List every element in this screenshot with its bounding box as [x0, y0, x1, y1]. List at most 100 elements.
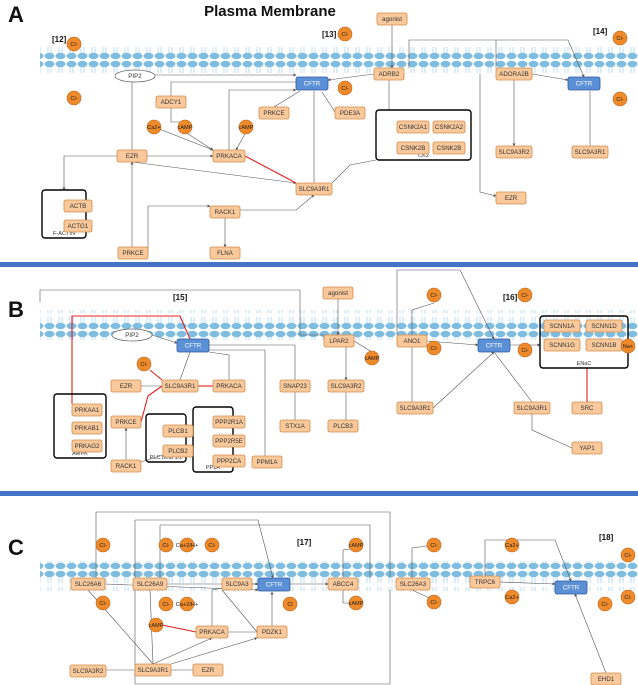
gene-node[interactable]: PRKAB1	[71, 421, 103, 435]
gene-node[interactable]: RACK1	[110, 459, 142, 473]
gene-node[interactable]: TRPC6	[469, 575, 501, 589]
gene-node[interactable]: SLC9A3	[221, 577, 253, 591]
gene-node[interactable]: PRKACA	[212, 149, 246, 163]
gene-node[interactable]: PPP2R5E	[212, 434, 246, 448]
gene-label: SRC	[580, 405, 594, 412]
gene-label: SLC9A3R1	[299, 186, 331, 193]
gene-node[interactable]: CSNK2B	[432, 141, 466, 155]
gene-node[interactable]: SNAP23	[279, 379, 311, 393]
gene-node[interactable]: ABCC4	[327, 577, 359, 591]
gene-node[interactable]: PIP2	[114, 69, 156, 83]
gene-node[interactable]: CFTR	[554, 580, 588, 595]
gene-node[interactable]: PRKCE	[110, 415, 142, 429]
ion-node: Cl-	[597, 596, 613, 612]
gene-node[interactable]: PRKAG2	[71, 439, 103, 453]
gene-node[interactable]: SLC9A3R2	[327, 379, 365, 393]
gene-node[interactable]: ANO1	[396, 334, 428, 348]
ion-label: Cl-	[341, 86, 348, 92]
ion-node: Cl-	[517, 287, 533, 303]
gene-label: PIP2	[128, 73, 142, 80]
gene-node[interactable]: SLC9A3R2	[69, 664, 107, 678]
gene-label: ABCC4	[333, 581, 354, 588]
gene-node[interactable]: ADRB2	[373, 67, 405, 81]
gene-node[interactable]: SLC9A3R1	[571, 145, 609, 159]
gene-node[interactable]: ADCY1	[155, 95, 187, 109]
gene-node[interactable]: SLC9A3R1	[513, 401, 551, 415]
gene-node[interactable]: PPM1A	[251, 455, 283, 469]
gene-node[interactable]: EZR	[116, 149, 148, 163]
gene-node[interactable]: PRKAA1	[71, 403, 103, 417]
gene-label: agonist	[382, 16, 402, 23]
ion-label: Cl-	[616, 36, 623, 42]
gene-node[interactable]: SLC9A3R1	[295, 182, 333, 196]
gene-node[interactable]: SCNN1A	[543, 319, 581, 333]
gene-node[interactable]: PRKACA	[212, 379, 246, 393]
ion-label: Cl	[287, 602, 292, 608]
gene-node[interactable]: agonist	[322, 286, 354, 300]
gene-label: ANO1	[404, 338, 421, 345]
gene-label: SCNN1G	[549, 342, 575, 349]
gene-label: EZR	[120, 383, 133, 390]
gene-node[interactable]: ACTB	[63, 199, 93, 213]
gene-node[interactable]: PLCB3	[327, 419, 359, 433]
gene-label: ADRB2	[379, 71, 400, 78]
ion-label: cAMP	[349, 543, 364, 549]
gene-node[interactable]: PIP2	[111, 328, 153, 342]
ion-node: Na+	[620, 338, 636, 354]
gene-node[interactable]: SRC	[571, 401, 603, 415]
gene-node[interactable]: EZR	[192, 663, 224, 677]
gene-label: PIP2	[125, 332, 139, 339]
panel-label: A	[8, 2, 24, 27]
gene-node[interactable]: SLC26A3	[395, 577, 431, 591]
gene-node[interactable]: YAP1	[571, 441, 603, 455]
gene-node[interactable]: CFTR	[295, 76, 329, 91]
gene-node[interactable]: ACTG1	[63, 219, 93, 233]
ion-label: Ca2+	[505, 543, 519, 549]
gene-node[interactable]: PRKACA	[195, 625, 229, 639]
gene-label: PRKACA	[199, 629, 225, 636]
gene-node[interactable]: FLNA	[209, 246, 241, 260]
gene-node[interactable]: CSNK2A2	[432, 120, 466, 134]
gene-node[interactable]: SLC26A9	[132, 577, 168, 591]
gene-node[interactable]: SLC9A3R1	[134, 663, 172, 677]
gene-node[interactable]: STX1A	[279, 419, 311, 433]
gene-node[interactable]: PRKCE	[258, 106, 290, 120]
gene-node[interactable]: EZR	[110, 379, 142, 393]
gene-label: CSNK2A2	[435, 124, 464, 131]
gene-node[interactable]: CFTR	[257, 577, 291, 592]
gene-node[interactable]: ADORA2B	[495, 67, 533, 81]
gene-node[interactable]: SCNN1G	[543, 338, 581, 352]
gene-node[interactable]: PDE3A	[334, 106, 366, 120]
panel-divider	[0, 491, 638, 496]
gene-node[interactable]: PDZK1	[256, 625, 288, 639]
gene-label: CFTR	[266, 582, 283, 589]
ion-label: cAMP	[365, 356, 380, 362]
gene-node[interactable]: SLC9A3R1	[396, 401, 434, 415]
gene-node[interactable]: PPP2R1A	[212, 415, 246, 429]
gene-node[interactable]: RACK1	[209, 205, 241, 219]
gene-node[interactable]: CFTR	[176, 338, 210, 353]
ion-node: Cl-	[620, 547, 636, 563]
gene-node[interactable]: LPAR2	[323, 334, 355, 348]
gene-node[interactable]: PLCB1	[162, 424, 194, 438]
gene-node[interactable]: EHD1	[590, 672, 622, 685]
gene-node[interactable]: PRKCE	[117, 246, 149, 260]
gene-label: SLC26A9	[137, 581, 164, 588]
gene-node[interactable]: PLCB2	[162, 444, 194, 458]
gene-node[interactable]: SCNN1B	[585, 338, 623, 352]
gene-node[interactable]: PPP2CA	[212, 454, 246, 468]
gene-label: SCNN1A	[549, 323, 575, 330]
gene-node[interactable]: EZR	[495, 191, 527, 205]
gene-node[interactable]: SLC9A3R1	[161, 379, 199, 393]
gene-node[interactable]: CSNK2B	[396, 141, 430, 155]
gene-node[interactable]: CFTR	[567, 76, 601, 91]
gene-node[interactable]: CFTR	[477, 338, 511, 353]
gene-label: PPM1A	[257, 459, 279, 466]
gene-node[interactable]: SLC26A6	[70, 577, 106, 591]
gene-node[interactable]: agonist	[376, 12, 408, 26]
ion-node: Ca2+	[504, 589, 520, 605]
gene-node[interactable]: SLC9A3R2	[495, 145, 533, 159]
gene-node[interactable]: CSNK2A1	[396, 120, 430, 134]
ion-node: cAMP	[149, 617, 164, 633]
gene-node[interactable]: SCNN1D	[585, 319, 623, 333]
